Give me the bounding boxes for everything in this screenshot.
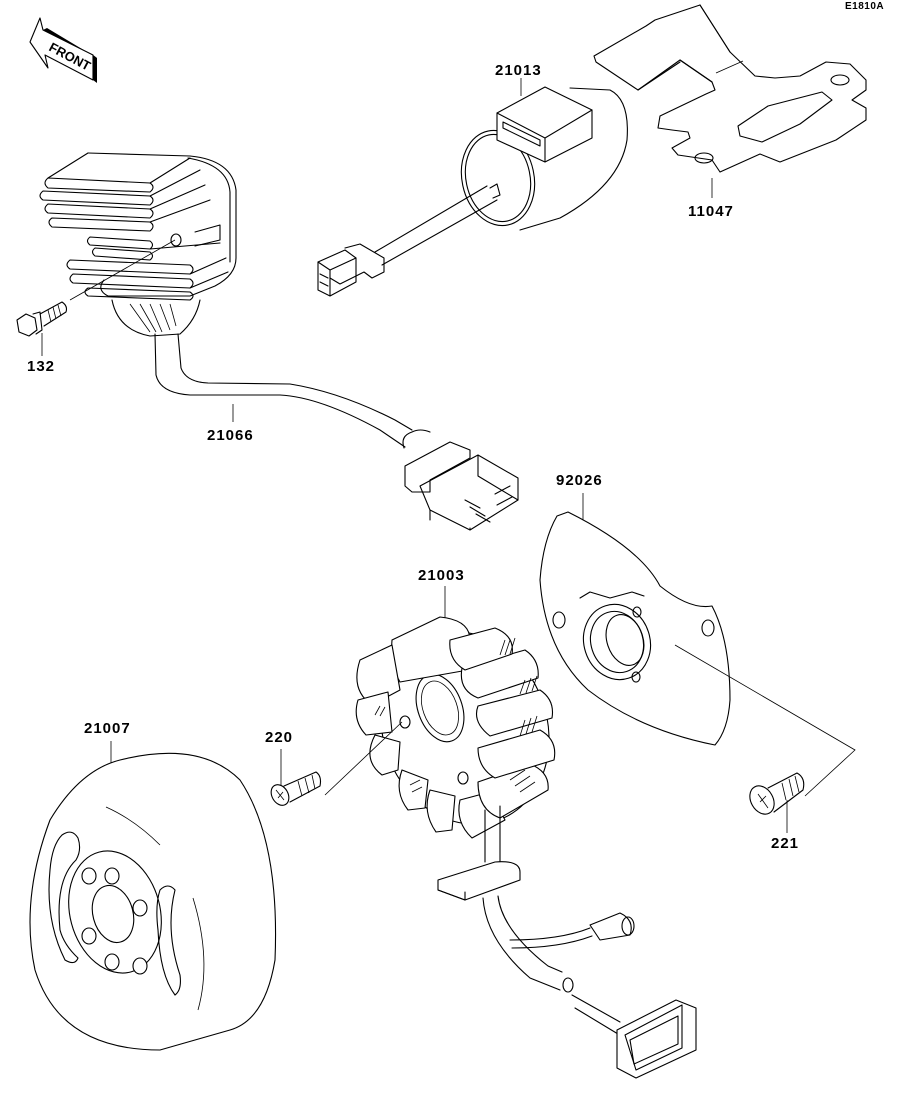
bracket-11047 [593,4,867,198]
regulator-rectifier [39,152,237,337]
part-label-132[interactable]: 132 [27,358,56,375]
part-label-21013[interactable]: 21013 [495,62,542,79]
part-label-221[interactable]: 221 [771,835,800,852]
stator-coils [355,616,556,839]
figure-code: E1810A [845,1,885,12]
screw-221 [749,772,805,833]
stator-wiring [437,861,697,1079]
flywheel-rotor-21007 [29,741,277,1051]
ignition-coil-21013 [317,78,628,297]
grommet-plate-92026 [539,493,731,746]
bolt-132 [16,239,176,356]
stator-21003 [355,586,556,863]
part-label-21007[interactable]: 21007 [84,720,131,737]
part-label-11047[interactable]: 11047 [688,203,734,220]
part-label-21003[interactable]: 21003 [418,567,465,584]
front-arrow-icon: FRONT [29,17,97,83]
part-label-21066[interactable]: 21066 [207,427,254,444]
wire-harness-21066 [154,333,519,531]
part-label-92026[interactable]: 92026 [556,472,603,489]
screw-220 [270,749,322,806]
part-label-220[interactable]: 220 [265,729,294,746]
